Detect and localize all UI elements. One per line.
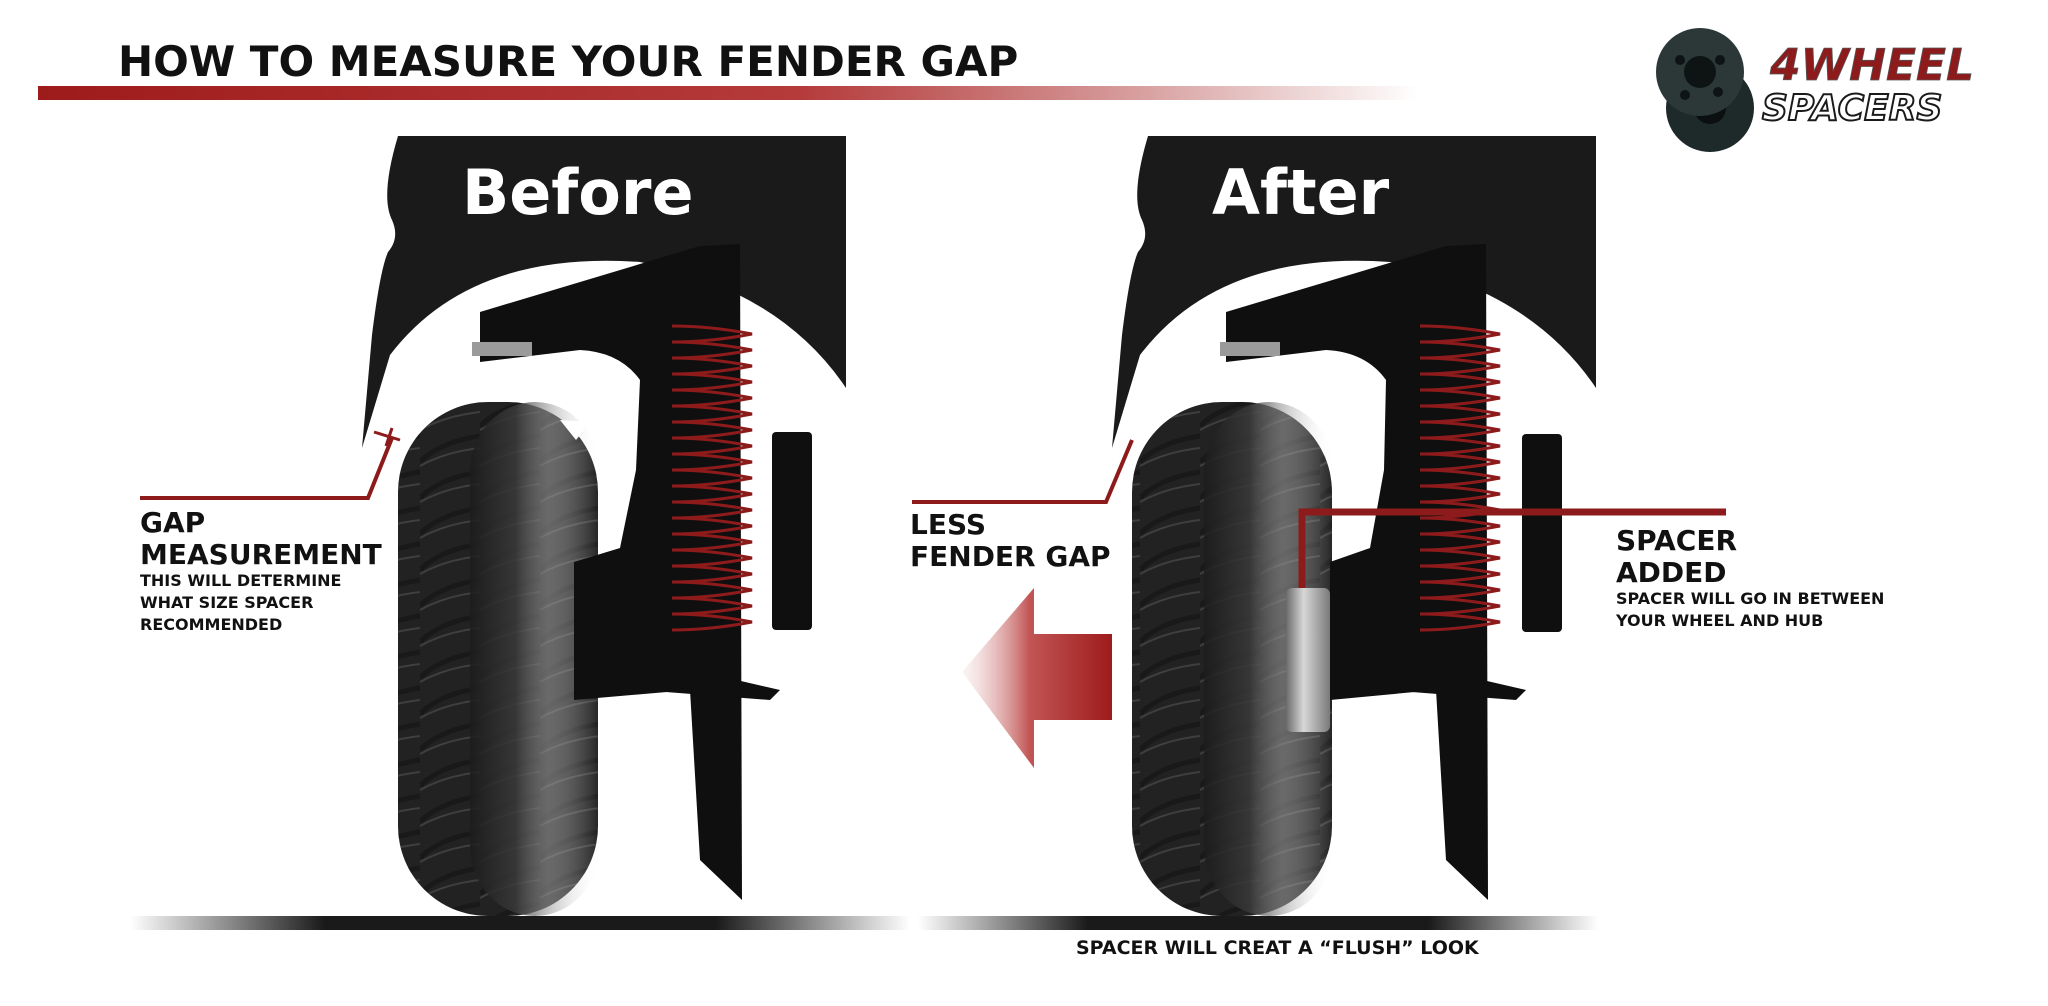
less-gap-line2: FENDER GAP (910, 540, 1111, 573)
brake-caliper (772, 432, 812, 630)
gap-desc-line3: RECOMMENDED (140, 615, 282, 634)
coil-spring (671, 324, 753, 632)
ground-shadow (918, 916, 1598, 930)
gap-desc-line1: THIS WILL DETERMINE (140, 571, 341, 590)
control-arm (480, 244, 742, 900)
gap-desc-line2: WHAT SIZE SPACER (140, 593, 313, 612)
page-title: HOW TO MEASURE YOUR FENDER GAP (118, 37, 1018, 86)
spacer-desc-line1: SPACER WILL GO IN BETWEEN (1616, 589, 1884, 608)
upper-mount (1220, 342, 1280, 356)
after-label: After (1212, 156, 1390, 229)
before-label: Before (462, 156, 694, 229)
logo-wordmark-top: 4WHEEL (1769, 40, 1974, 91)
tire (1132, 402, 1334, 916)
spacer-desc-line2: YOUR WHEEL AND HUB (1615, 611, 1823, 630)
after-panel: After SPACER ADDED SPACER WILL GO IN BET… (918, 136, 1884, 930)
left-arrow-icon (962, 588, 1112, 768)
spacer-callout-line (1298, 508, 1726, 588)
lower-arm (1386, 660, 1526, 700)
spacer-stack-icon (1656, 28, 1754, 152)
gap-title-line1: GAP (140, 506, 205, 539)
spacer-title-line1: SPACER (1616, 524, 1737, 557)
less-gap-line1: LESS (910, 508, 986, 541)
tire (398, 402, 600, 916)
title-underline (38, 86, 1418, 100)
before-panel: Before GAP MEASUREMENT THIS WILL DETERMI… (130, 136, 910, 930)
flush-caption: SPACER WILL CREAT A “FLUSH” LOOK (1076, 937, 1480, 959)
wheel-spacer (1286, 588, 1330, 732)
fender (362, 136, 846, 448)
less-gap-callout-line (912, 439, 1134, 504)
spacer-title-line2: ADDED (1616, 556, 1727, 589)
control-arm (1226, 244, 1488, 900)
gap-callout-line (140, 427, 401, 500)
gap-title-line2: MEASUREMENT (140, 538, 382, 571)
fender (1112, 136, 1596, 448)
lower-arm (640, 660, 780, 700)
arm-bracket (560, 420, 590, 440)
logo-wordmark-bottom: SPACERS (1762, 88, 1942, 129)
brake-caliper (1522, 434, 1562, 632)
ground-shadow (130, 916, 910, 930)
brand-logo: 4WHEEL SPACERS (1656, 28, 1975, 152)
upper-mount (472, 342, 532, 356)
